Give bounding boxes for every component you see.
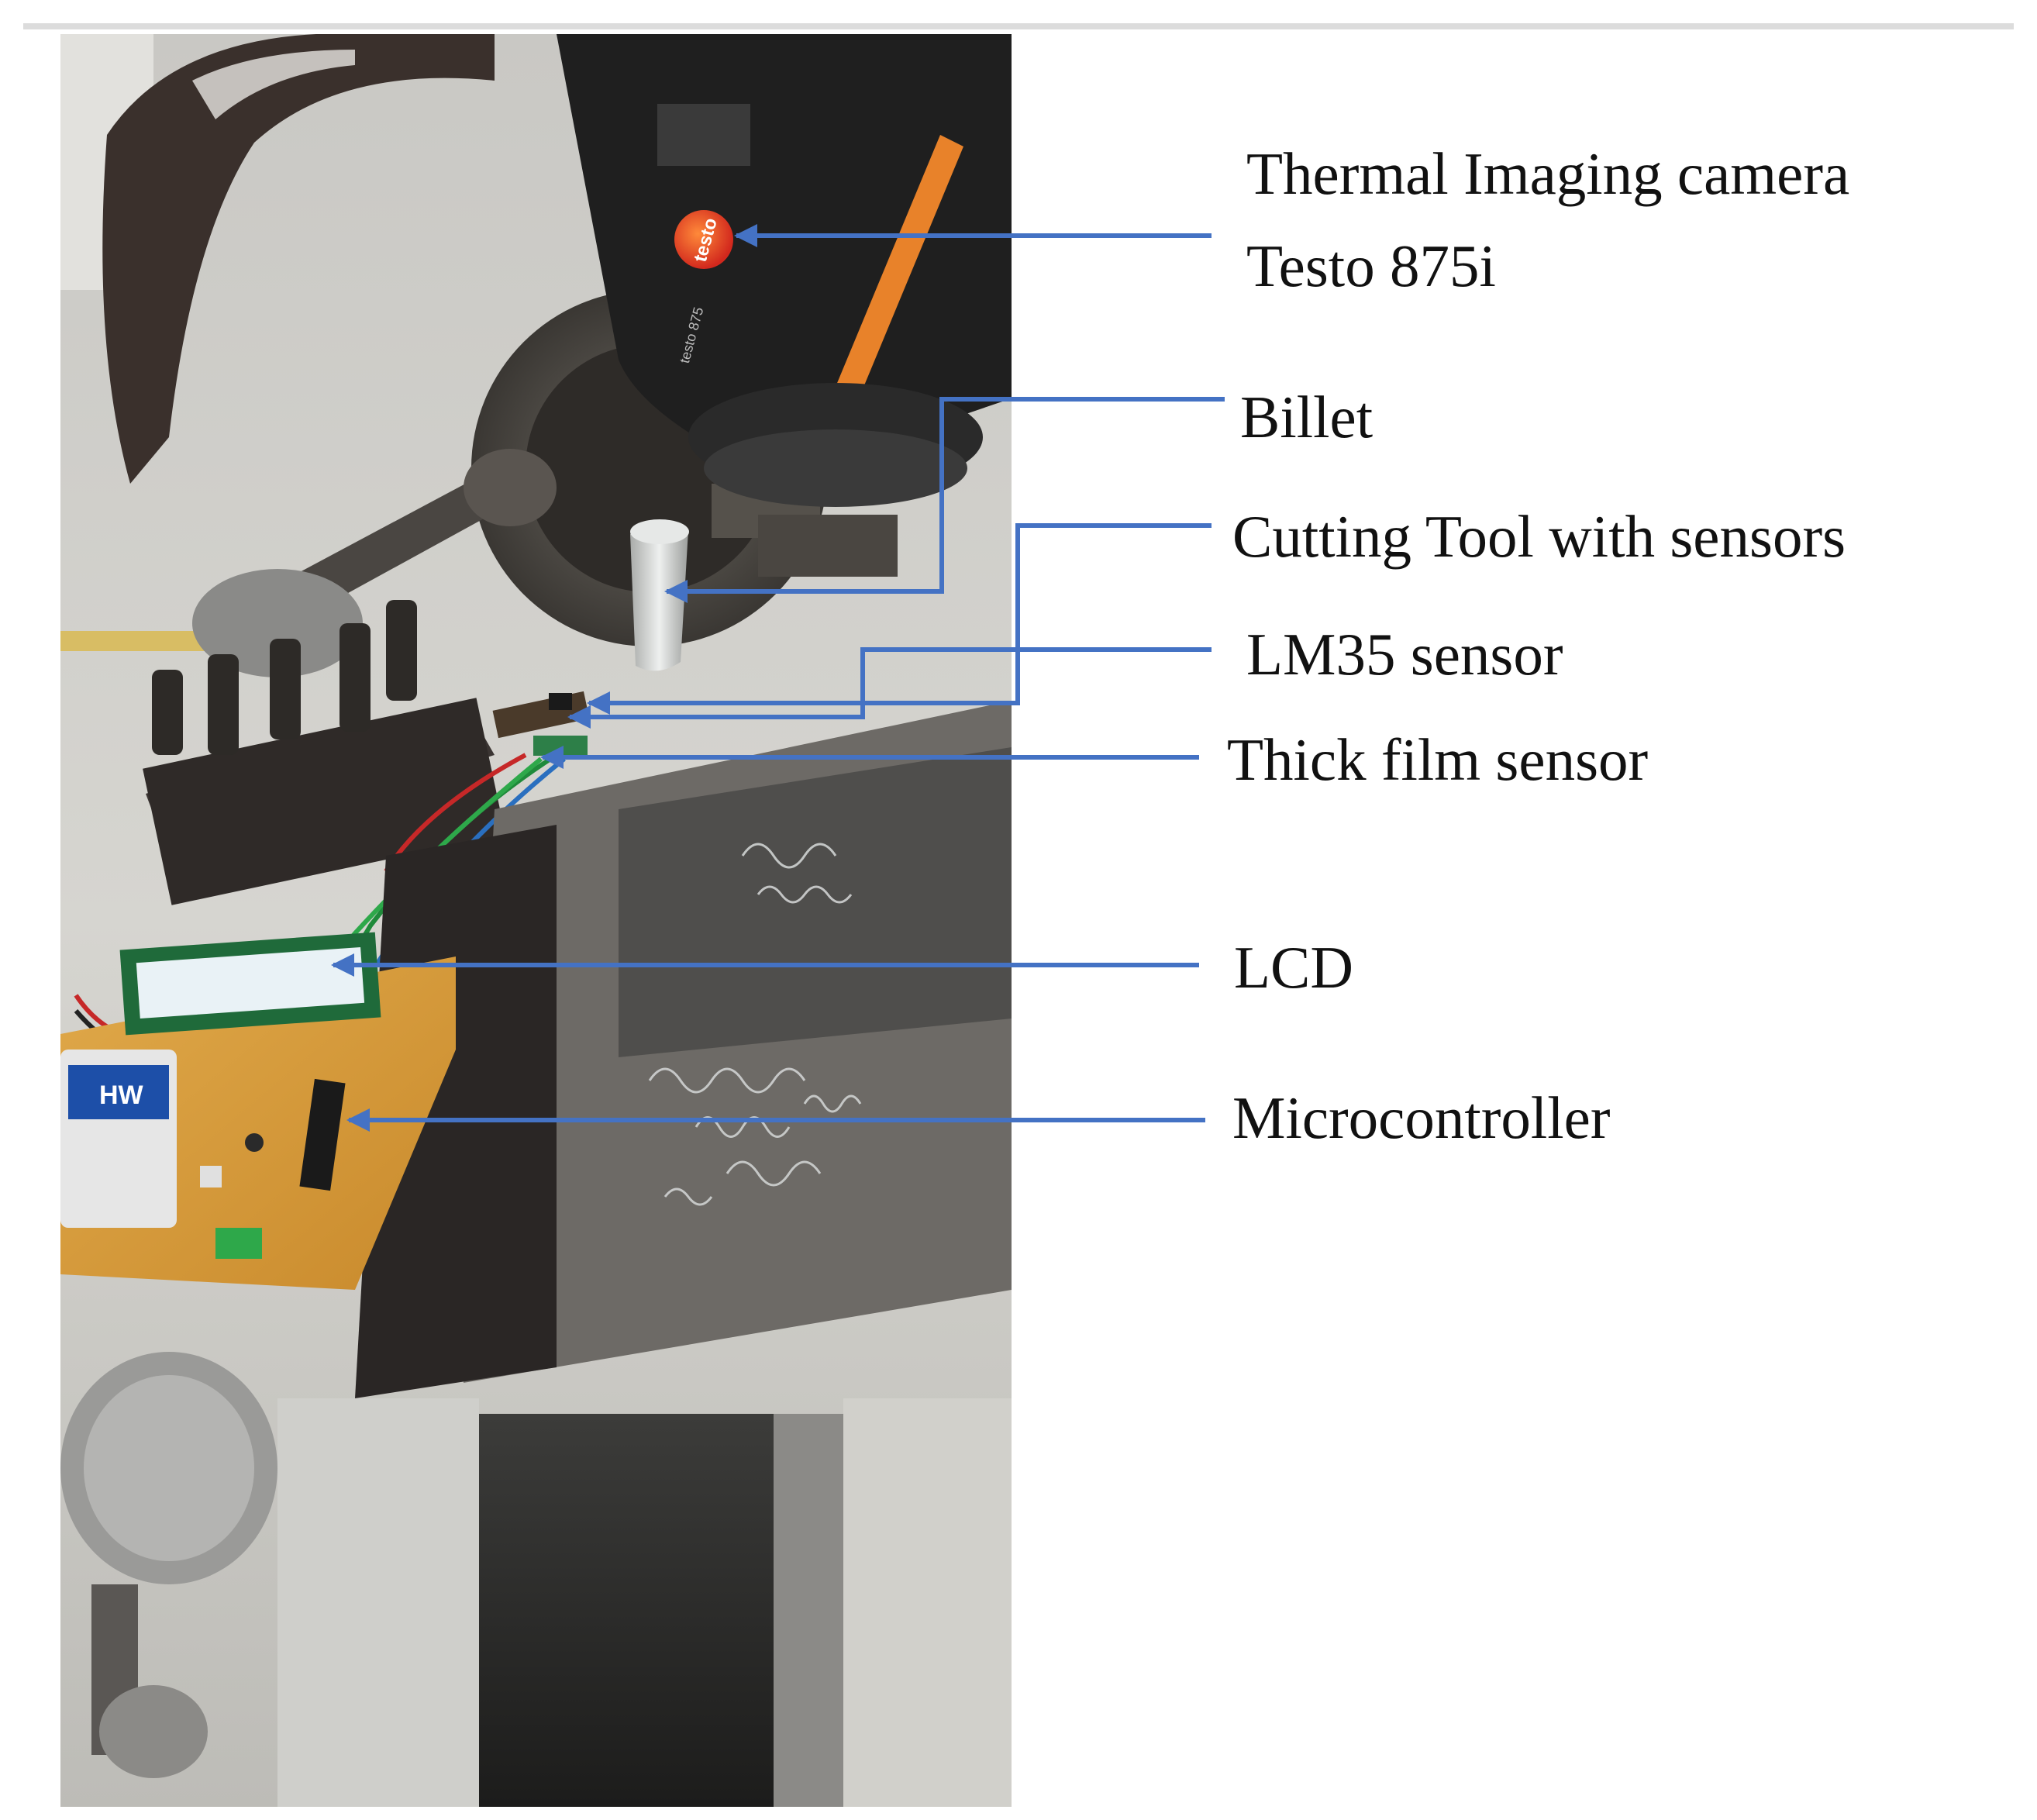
bed-right [843, 1398, 1012, 1807]
camera-window [657, 104, 750, 166]
battery-label [68, 1065, 169, 1119]
microcontroller-ic [299, 1078, 346, 1191]
battery-brand-text: HW [99, 1081, 144, 1110]
bed-left [277, 1398, 479, 1807]
handwheel-knob [99, 1685, 208, 1778]
bed-rail [774, 1414, 843, 1807]
callout-lm35: LM35 sensor [1246, 621, 1563, 688]
callout-lcd: LCD [1234, 934, 1353, 1001]
lathe-setup-photo: testo testo 875 [60, 34, 1012, 1807]
callout-camera-line-1: Thermal Imaging camera [1246, 140, 1850, 207]
lm35-sensor [549, 693, 572, 710]
handle-knob [464, 449, 557, 526]
callout-microcontroller: Microcontroller [1232, 1084, 1611, 1151]
chuck-guard [102, 34, 495, 484]
chuck-jaw [758, 515, 898, 577]
lcd-screen [136, 946, 365, 1019]
trimmer [200, 1166, 222, 1187]
camera-logo [674, 210, 733, 269]
callout-camera: Thermal Imaging camera Testo 875i [1246, 144, 1849, 296]
tool-post-hub [192, 569, 363, 677]
bed-pit [479, 1414, 828, 1807]
billet [630, 525, 688, 671]
callout-billet: Billet [1240, 384, 1374, 450]
thick-film-sensor [533, 736, 588, 756]
chip-tray [619, 747, 1012, 1057]
top-rule [23, 23, 2014, 29]
callout-cutting-tool: Cutting Tool with sensors [1232, 503, 1846, 570]
callout-camera-line-2: Testo 875i [1246, 233, 1496, 299]
billet-end [630, 519, 689, 544]
terminal-block [215, 1228, 262, 1259]
camera-lens-grip [704, 429, 967, 507]
camera-orange-stripe [836, 135, 963, 398]
capacitor [245, 1133, 264, 1152]
handwheel-dial [84, 1375, 254, 1561]
clamp-bolts [152, 600, 417, 755]
callout-thick-film: Thick film sensor [1227, 726, 1649, 793]
chuck-guard-wear [192, 50, 355, 119]
